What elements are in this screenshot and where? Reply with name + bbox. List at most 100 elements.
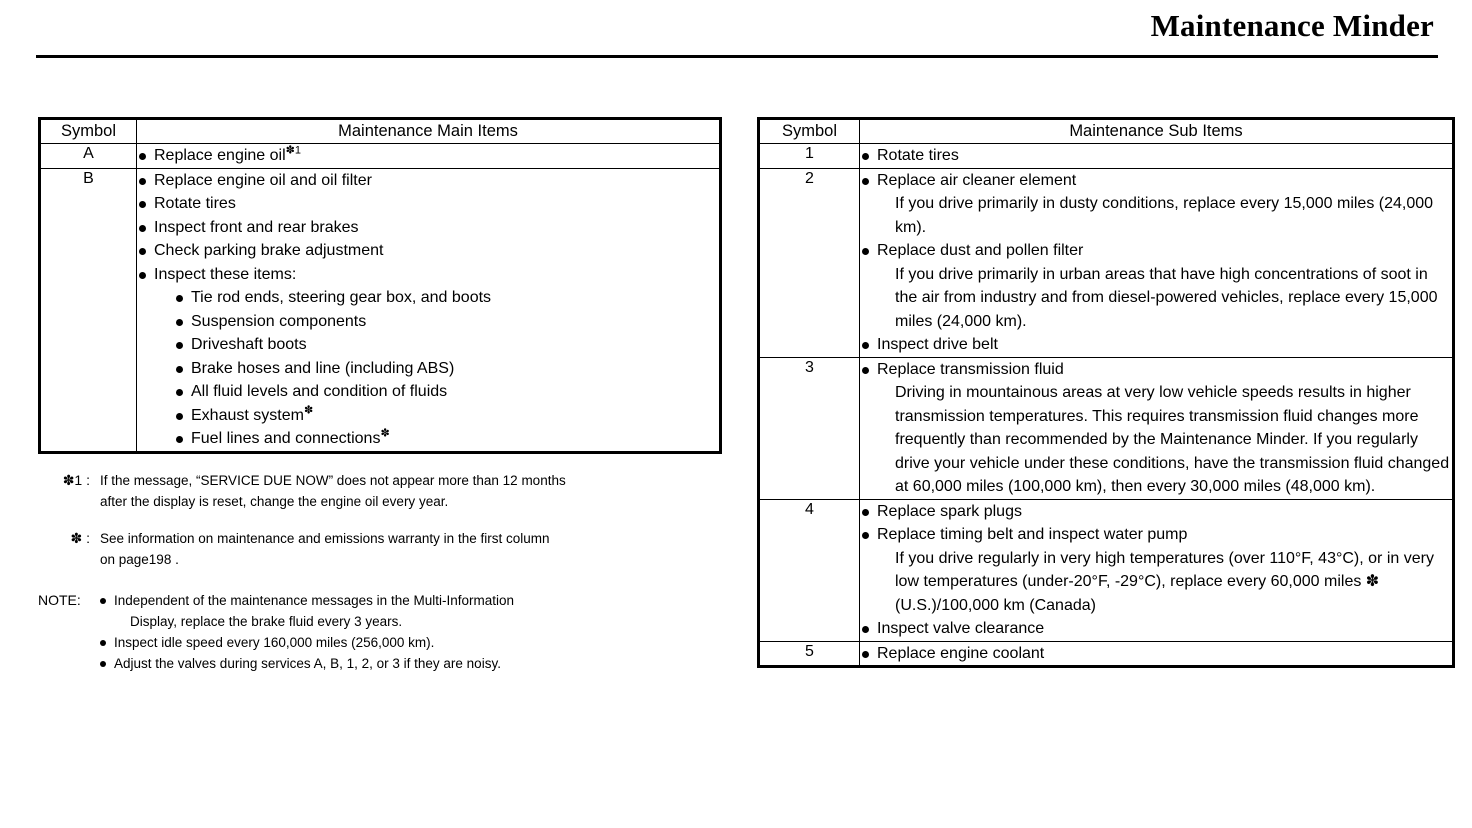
note-item-label: Independent of the maintenance messages …	[114, 593, 514, 608]
items-cell: Rotate tires	[859, 143, 1453, 169]
item-list: Rotate tires	[860, 144, 1452, 168]
maintenance-item: Replace engine oil✽1	[137, 144, 719, 168]
note-item-label: Adjust the valves during services A, B, …	[114, 656, 501, 671]
note-label: NOTE:	[38, 592, 81, 608]
footnote-mark: ✽1 :	[62, 472, 90, 488]
item-description: Driving in mountainous areas at very low…	[895, 384, 1450, 496]
note-block: NOTE: Independent of the maintenance mes…	[38, 590, 738, 674]
table-header-row: Symbol Maintenance Sub Items	[759, 118, 1453, 145]
item-label: Replace air cleaner element	[877, 171, 1077, 189]
footnote-line: If the message, “SERVICE DUE NOW” does n…	[100, 473, 566, 488]
header-divider	[36, 55, 1438, 58]
footnote-marker: ✽	[303, 404, 314, 417]
maintenance-item: Replace spark plugs	[860, 500, 1452, 524]
footnote-line: on page198 .	[100, 552, 179, 567]
item-label: Driveshaft boots	[191, 336, 307, 354]
item-label: Replace engine coolant	[877, 644, 1045, 662]
maintenance-subitem: Suspension components	[174, 310, 719, 334]
footnote: ✽ :See information on maintenance and em…	[38, 528, 738, 570]
note-item: Inspect idle speed every 160,000 miles (…	[100, 632, 738, 653]
footnote-marker: ✽	[380, 427, 390, 440]
maintenance-item: Inspect drive belt	[860, 333, 1452, 357]
note-item-continuation: Display, replace the brake fluid every 3…	[130, 614, 403, 629]
item-label: Replace timing belt and inspect water pu…	[877, 526, 1188, 544]
item-description: If you drive regularly in very high temp…	[895, 549, 1434, 614]
item-label: Replace engine oil	[154, 147, 286, 165]
footnote-body: If the message, “SERVICE DUE NOW” does n…	[100, 470, 738, 512]
maintenance-item: Inspect these items: Tie rod ends, steeri…	[137, 263, 719, 451]
maintenance-subitem: Driveshaft boots	[174, 333, 719, 357]
item-description: If you drive primarily in dusty conditio…	[895, 195, 1434, 236]
maintenance-item: Replace engine oil and oil filter	[137, 169, 719, 193]
item-label: Inspect front and rear brakes	[154, 218, 359, 236]
item-label: Inspect valve clearance	[877, 620, 1045, 638]
maintenance-item: Rotate tires	[137, 192, 719, 216]
item-label: Inspect drive belt	[877, 336, 998, 354]
maintenance-subitem: Fuel lines and connections✽	[174, 427, 719, 451]
note-item: Adjust the valves during services A, B, …	[100, 653, 738, 674]
item-label: Replace dust and pollen filter	[877, 242, 1084, 260]
symbol-cell: 2	[759, 167, 860, 358]
item-list: Replace air cleaner element If you drive …	[860, 169, 1452, 357]
item-label: Fuel lines and connections	[191, 430, 381, 448]
page-title: Maintenance Minder	[1150, 8, 1434, 43]
maintenance-item: Replace engine coolant	[860, 642, 1452, 666]
footnotes-section: ✽1 : If the message, “SERVICE DUE NOW” do…	[38, 470, 738, 674]
items-cell: Replace engine coolant	[859, 640, 1453, 667]
item-label: Tie rod ends, steering gear box, and boo…	[191, 289, 492, 307]
maintenance-item: Check parking brake adjustment	[137, 239, 719, 263]
maintenance-item: Replace timing belt and inspect water pu…	[860, 523, 1452, 617]
table-header-row: Symbol Maintenance Main Items	[40, 118, 720, 145]
note-item: Independent of the maintenance messages …	[100, 590, 738, 632]
item-label: Rotate tires	[877, 147, 959, 165]
maintenance-item: Replace air cleaner element If you drive …	[860, 169, 1452, 240]
item-list: Replace engine oil✽1	[137, 144, 719, 168]
maintenance-item: Rotate tires	[860, 144, 1452, 168]
item-label: Exhaust system	[191, 406, 304, 424]
column-header-main-items: Maintenance Main Items	[136, 118, 720, 145]
note-item-label: Inspect idle speed every 160,000 miles (…	[114, 635, 435, 650]
column-header-symbol: Symbol	[759, 118, 860, 145]
item-label: Inspect these items:	[154, 265, 297, 283]
page-header: Maintenance Minder	[0, 0, 1472, 60]
item-label: Rotate tires	[154, 195, 236, 213]
item-label: Check parking brake adjustment	[154, 242, 384, 260]
maintenance-item: Replace dust and pollen filter If you dri…	[860, 239, 1452, 333]
item-label: Replace spark plugs	[877, 502, 1022, 520]
footnote-line: after the display is reset, change the e…	[100, 494, 449, 509]
symbol-cell: B	[40, 167, 137, 452]
maintenance-subitem: All fluid levels and condition of fluids	[174, 380, 719, 404]
item-label: Brake hoses and line (including ABS)	[191, 359, 455, 377]
maintenance-subitem: Brake hoses and line (including ABS)	[174, 357, 719, 381]
item-description: If you drive primarily in urban areas th…	[895, 265, 1438, 330]
symbol-cell: A	[40, 143, 137, 169]
maintenance-subitem: Exhaust system✽	[174, 404, 719, 428]
footnote-line: See information on maintenance and emiss…	[100, 531, 550, 546]
footnote-body: See information on maintenance and emiss…	[100, 528, 738, 570]
maintenance-subitem: Tie rod ends, steering gear box, and boo…	[174, 286, 719, 310]
footnote-marker: ✽1	[285, 144, 301, 157]
item-label: Replace transmission fluid	[877, 360, 1064, 378]
maintenance-item: Inspect valve clearance	[860, 617, 1452, 641]
items-cell: Replace engine oil✽1	[136, 143, 720, 169]
item-label: Replace engine oil and oil filter	[154, 171, 372, 189]
table-row: 2 Replace air cleaner element If you drive…	[759, 167, 1453, 358]
item-label: Suspension components	[191, 312, 367, 330]
column-header-sub-items: Maintenance Sub Items	[859, 118, 1453, 145]
column-header-symbol: Symbol	[40, 118, 137, 145]
symbol-cell: 4	[759, 498, 860, 642]
